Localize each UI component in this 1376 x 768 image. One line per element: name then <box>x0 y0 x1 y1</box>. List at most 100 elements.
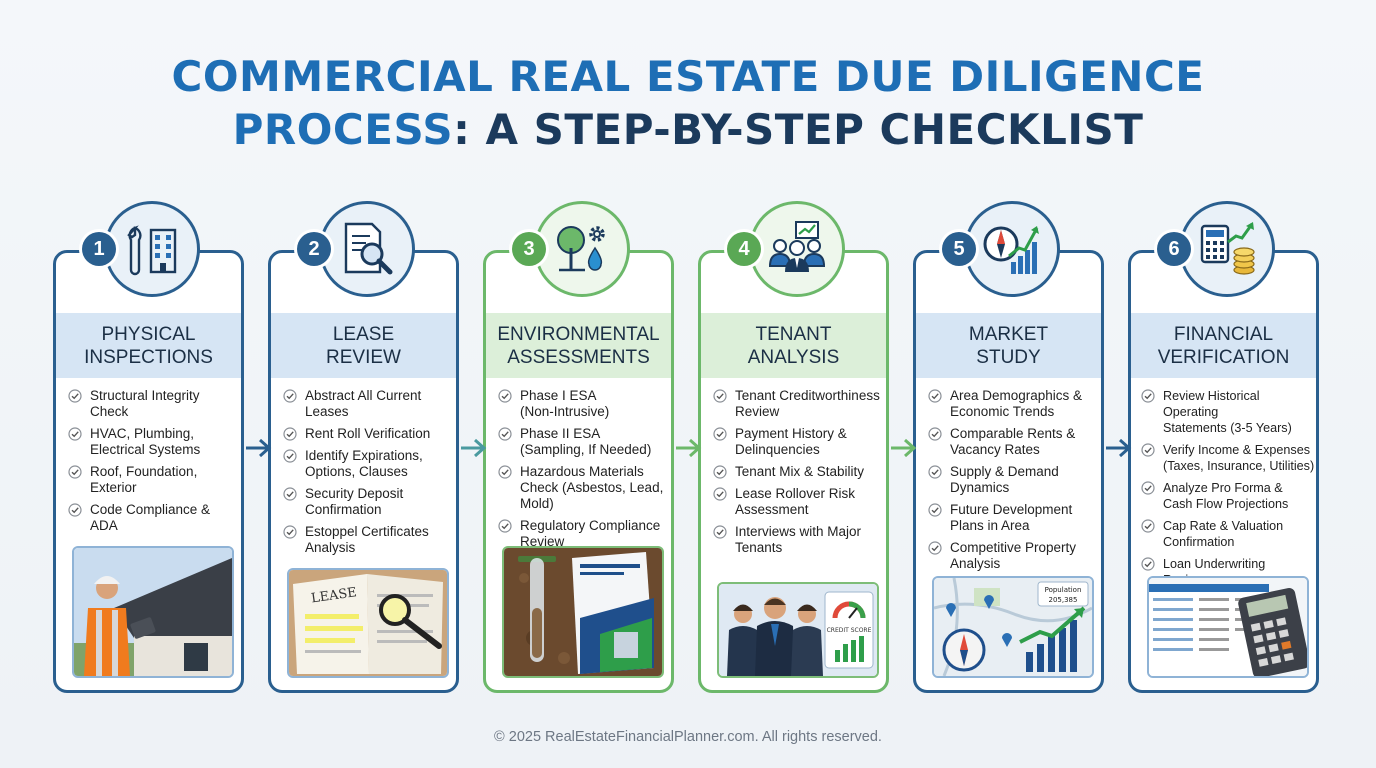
checklist: Phase I ESA(Non-Intrusive) Phase II ESA(… <box>498 388 669 556</box>
checklist-item: Identify Expirations,Options, Clauses <box>283 448 454 480</box>
check-circle-icon <box>498 465 512 479</box>
checklist-item: Payment History &Delinquencies <box>713 426 884 458</box>
checklist-item: Roof, Foundation,Exterior <box>68 464 239 496</box>
credit-score-label: CREDIT SCORE <box>827 627 872 634</box>
check-circle-icon <box>713 465 727 479</box>
check-circle-icon <box>928 427 942 441</box>
checklist-item: Code Compliance &ADA <box>68 502 239 534</box>
checklist-item: Area Demographics &Economic Trends <box>928 388 1099 420</box>
checklist-item: HVAC, Plumbing,Electrical Systems <box>68 426 239 458</box>
check-circle-icon <box>928 465 942 479</box>
check-circle-icon <box>68 465 82 479</box>
check-circle-icon <box>68 389 82 403</box>
checklist: Area Demographics &Economic Trends Compa… <box>928 388 1099 578</box>
checklist-item: Verify Income & Expenses(Taxes, Insuranc… <box>1141 442 1316 474</box>
check-circle-icon <box>928 503 942 517</box>
wrench-building-icon <box>104 201 200 297</box>
step-number-badge: 4 <box>727 232 761 266</box>
document-magnifier-icon <box>319 201 415 297</box>
check-circle-icon <box>928 389 942 403</box>
title-rest: A STEP-BY-STEP CHECKLIST <box>470 105 1144 154</box>
step-number-badge: 1 <box>82 232 116 266</box>
check-circle-icon <box>928 541 942 555</box>
check-circle-icon <box>498 389 512 403</box>
check-circle-icon <box>1141 481 1155 495</box>
arrow-right-icon <box>1106 438 1132 458</box>
business-people-credit-photo: CREDIT SCORE <box>717 582 879 678</box>
step-number-badge: 5 <box>942 232 976 266</box>
checklist-item: Tenant Mix & Stability <box>713 464 884 480</box>
arrow-right-icon <box>676 438 702 458</box>
title-process-word: PROCESS <box>232 105 454 154</box>
arrow-right-icon <box>246 438 272 458</box>
step-number-badge: 3 <box>512 232 546 266</box>
check-circle-icon <box>713 525 727 539</box>
lease-document-photo: LEASE <box>287 568 449 678</box>
check-circle-icon <box>1141 557 1155 571</box>
check-circle-icon <box>68 427 82 441</box>
check-circle-icon <box>283 449 297 463</box>
check-circle-icon <box>1141 389 1155 403</box>
check-circle-icon <box>713 427 727 441</box>
spreadsheet-calculator-photo <box>1147 576 1309 678</box>
check-circle-icon <box>283 525 297 539</box>
checklist-item: Rent Roll Verification <box>283 426 454 442</box>
title-colon: : <box>453 105 471 154</box>
checklist-item: Analyze Pro Forma &Cash Flow Projections <box>1141 480 1316 512</box>
check-circle-icon <box>283 389 297 403</box>
checklist-item: Phase I ESA(Non-Intrusive) <box>498 388 669 420</box>
check-circle-icon <box>713 389 727 403</box>
arrow-right-icon <box>461 438 487 458</box>
soil-sample-report-photo <box>502 546 664 678</box>
compass-growth-chart-icon <box>964 201 1060 297</box>
check-circle-icon <box>713 487 727 501</box>
people-chart-icon <box>749 201 845 297</box>
check-circle-icon <box>1141 519 1155 533</box>
check-circle-icon <box>283 427 297 441</box>
copyright-footer: © 2025 RealEstateFinancialPlanner.com. A… <box>494 729 882 745</box>
arrow-right-icon <box>891 438 917 458</box>
page-title-line-2: PROCESS: A STEP-BY-STEP CHECKLIST <box>0 105 1376 155</box>
check-circle-icon <box>498 427 512 441</box>
check-circle-icon <box>283 487 297 501</box>
checklist-item: Comparable Rents &Vacancy Rates <box>928 426 1099 458</box>
lease-photo-label: LEASE <box>310 585 358 606</box>
check-circle-icon <box>498 519 512 533</box>
step-number-badge: 2 <box>297 232 331 266</box>
step-number-badge: 6 <box>1157 232 1191 266</box>
check-circle-icon <box>1141 443 1155 457</box>
population-value: 205,385 <box>1049 596 1078 604</box>
population-label: Population <box>1045 586 1082 594</box>
page-title-line-1: COMMERCIAL REAL ESTATE DUE DILIGENCE <box>171 52 1205 101</box>
calculator-coins-icon <box>1179 201 1275 297</box>
